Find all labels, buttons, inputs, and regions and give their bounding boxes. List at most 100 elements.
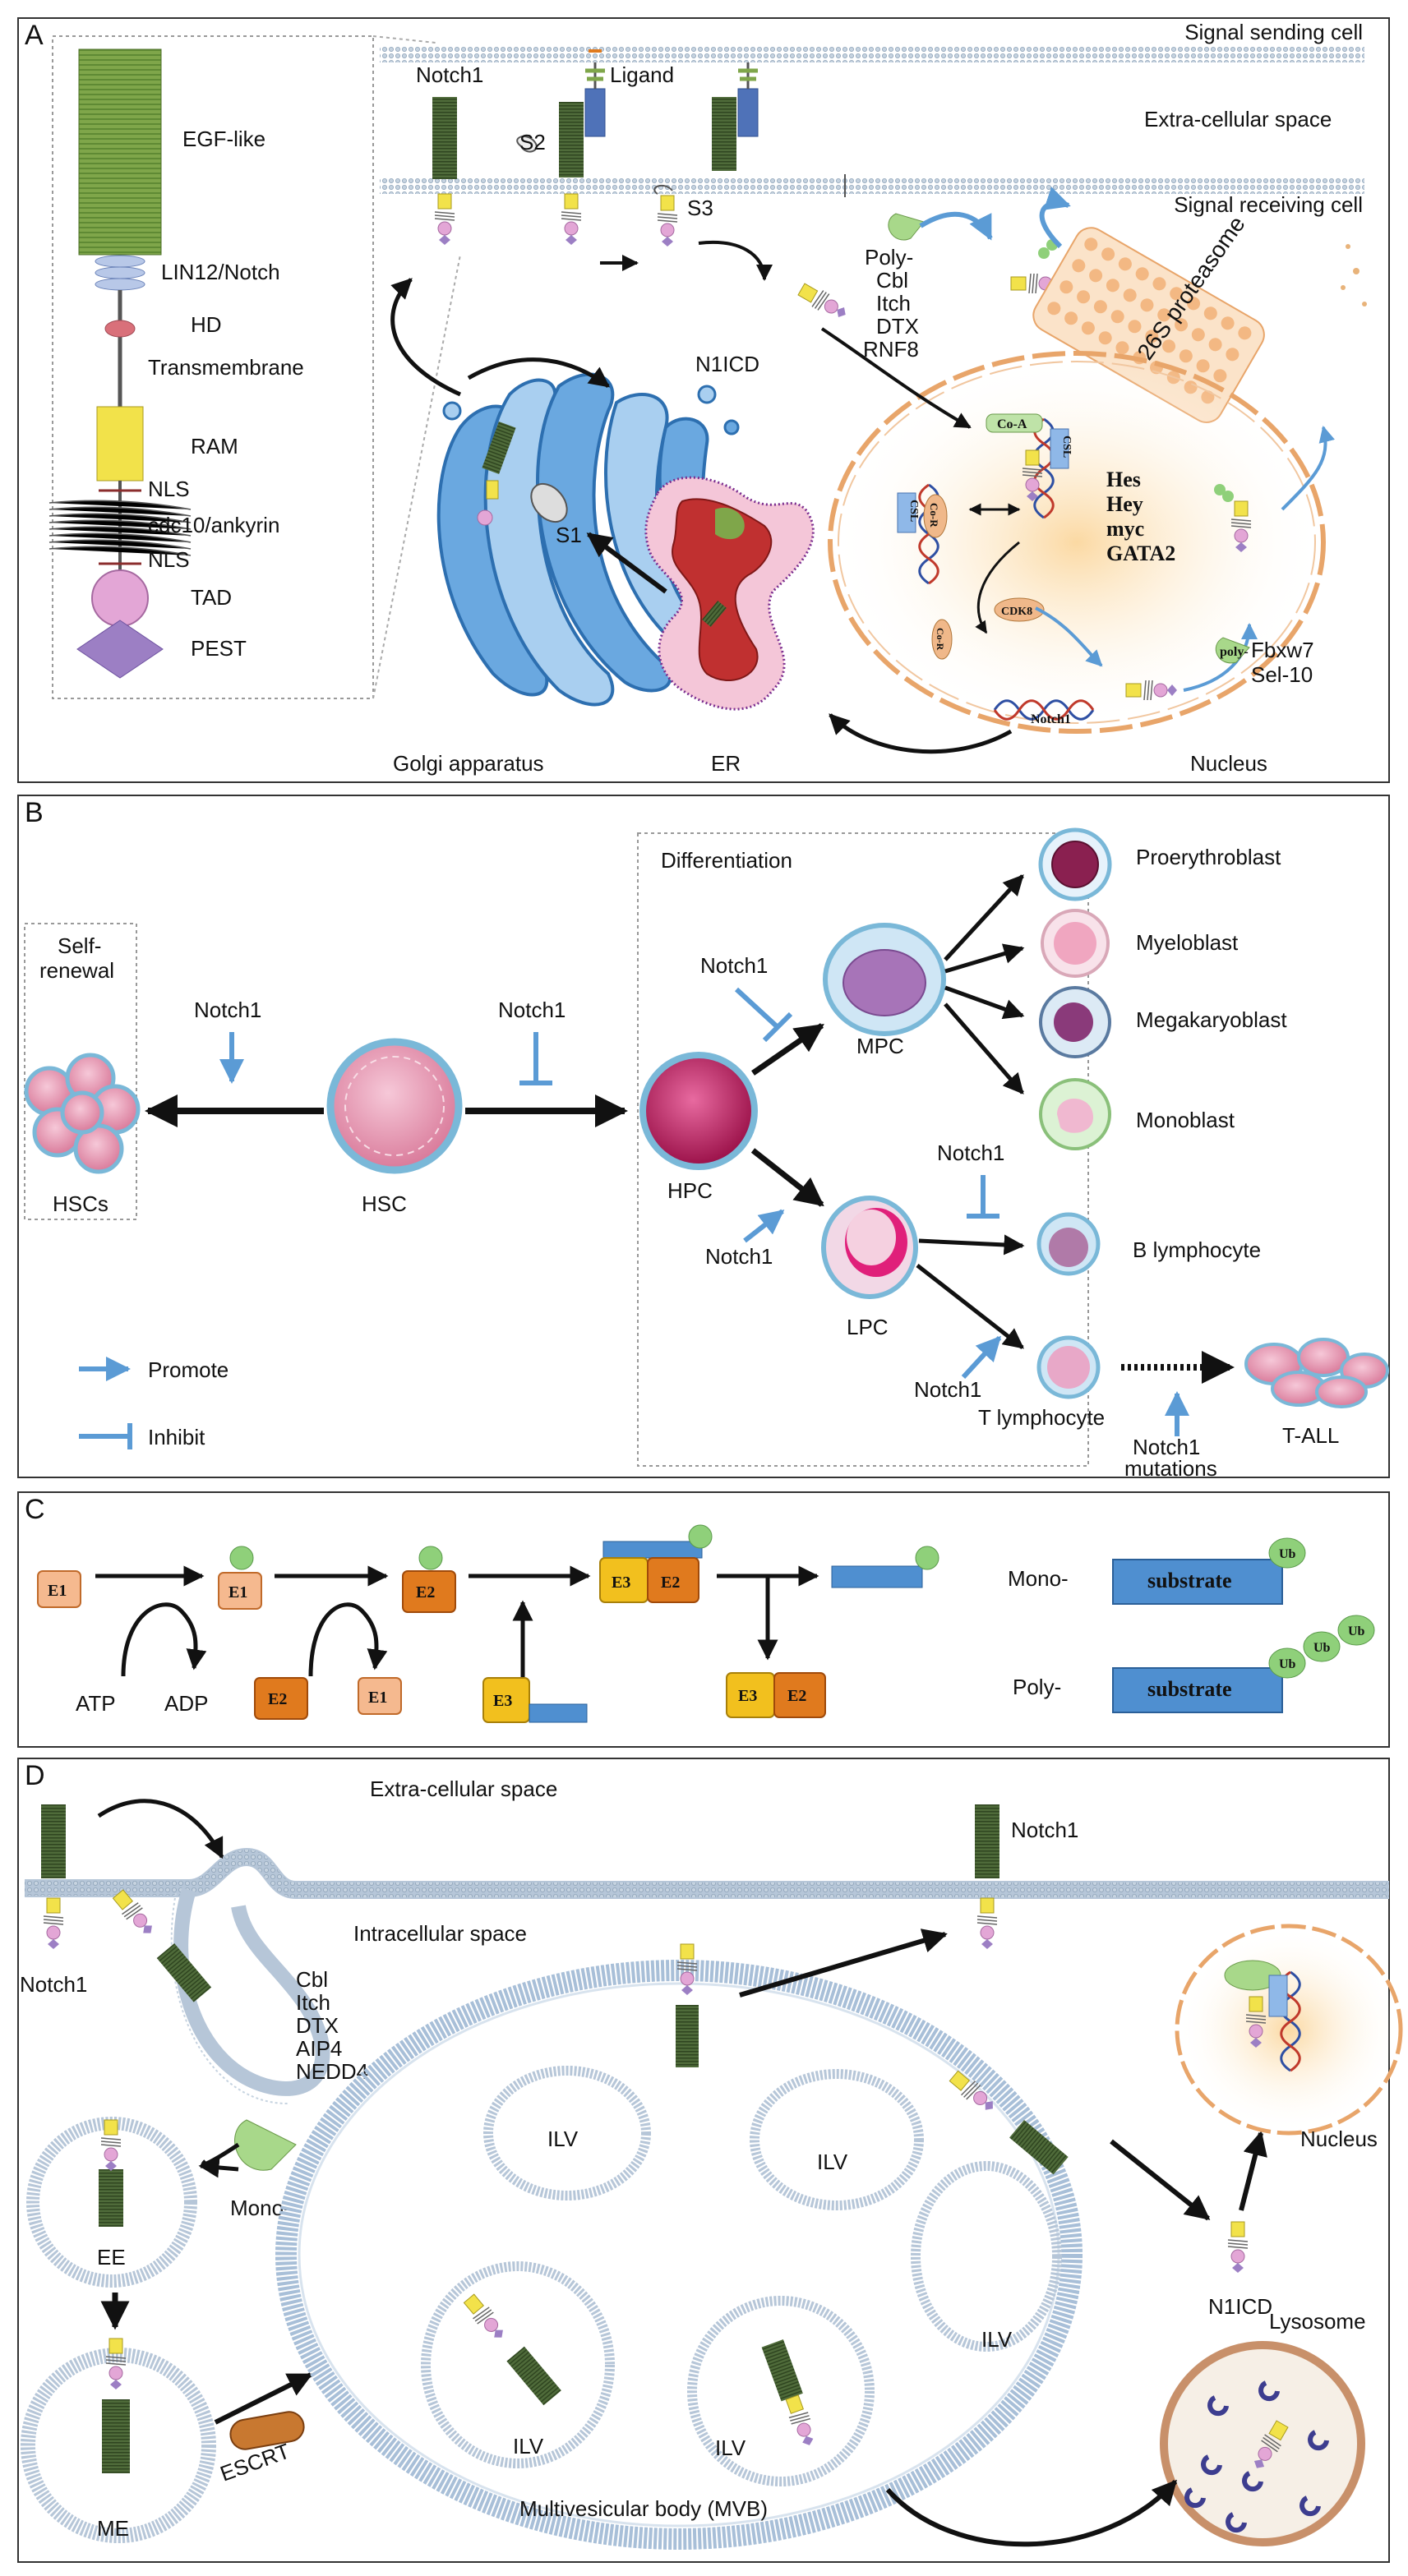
poly-label-3: DTX xyxy=(876,314,919,339)
panel-c-letter: C xyxy=(25,1494,45,1525)
lysosome xyxy=(1160,2341,1365,2546)
ilv-3 xyxy=(911,2161,1062,2352)
n1icd-label-d: N1ICD xyxy=(1208,2294,1272,2319)
ilv-label-1: ILV xyxy=(547,2127,579,2151)
poly-label-c: Poly- xyxy=(1013,1675,1061,1699)
ilv-2 xyxy=(750,2069,924,2210)
domain-label-8: TAD xyxy=(191,585,232,610)
domain-label-5: NLS xyxy=(148,477,190,501)
early-endosome xyxy=(26,2117,197,2288)
substrate-label-2: substrate xyxy=(1147,1677,1232,1701)
ub-shape-3 xyxy=(1303,1631,1341,1662)
ee-label: EE xyxy=(97,2245,126,2270)
notch1-label-b2: Notch1 xyxy=(498,998,566,1022)
e1-label-1: E1 xyxy=(48,1582,67,1600)
e2-box-2 xyxy=(402,1570,456,1613)
notch1-domain-diagram xyxy=(48,48,192,679)
notch1-label-b6: Notch1 xyxy=(914,1377,981,1402)
proerythroblast-cell xyxy=(1038,827,1112,901)
self-renewal-label-2: renewal xyxy=(39,958,114,983)
ilv-label-4: ILV xyxy=(513,2434,544,2458)
panel-a: EGF-like LIN12/Notch HD Transmembrane RA… xyxy=(48,20,1367,776)
adp-label: ADP xyxy=(164,1691,208,1716)
lpc-label: LPC xyxy=(847,1315,889,1339)
cell-label-1: Myeloblast xyxy=(1136,930,1239,955)
megakaryoblast-cell xyxy=(1039,986,1111,1058)
e3-box-1 xyxy=(482,1677,530,1723)
notch1-mvb-recycling xyxy=(676,1943,699,2067)
domain-label-4: RAM xyxy=(191,434,238,459)
panel-d-frame xyxy=(17,1758,1390,2563)
notch1-internalizing xyxy=(109,1887,212,2002)
e2-label-3: E2 xyxy=(661,1574,680,1592)
s3-label: S3 xyxy=(687,196,713,220)
csl-box-a1 xyxy=(1050,428,1069,469)
hscs-label: HSCs xyxy=(53,1191,108,1216)
hscs-cluster xyxy=(24,1053,141,1174)
n1icd-d xyxy=(1227,2221,1249,2274)
pest-domain xyxy=(76,620,164,679)
differentiation-label: Differentiation xyxy=(661,848,792,873)
notch1-label-d1: Notch1 xyxy=(20,1972,87,1997)
signal-receiving-label: Signal receiving cell xyxy=(1174,192,1363,217)
e3-label-1: E3 xyxy=(493,1692,512,1710)
panel-c: E1 ATP ADP E1 E2 E1 E2 E3 E3 E2 E3 E2 xyxy=(37,1524,1375,1723)
lpc-cell xyxy=(821,1196,918,1299)
substrate-label-1: substrate xyxy=(1147,1569,1232,1592)
mono-label-c: Mono- xyxy=(1008,1566,1069,1591)
differentiation-box xyxy=(637,832,1089,1467)
notch1-surface-d2 xyxy=(975,1804,999,1950)
signal-sending-membrane xyxy=(380,46,1364,62)
hpc-label: HPC xyxy=(667,1178,713,1203)
poly-label-4: RNF8 xyxy=(863,337,919,362)
ub-label-1: Ub xyxy=(1279,1547,1296,1561)
cell-label-2: Megakaryoblast xyxy=(1136,1007,1287,1032)
ligand-label: Ligand xyxy=(610,62,674,87)
domain-label-0: EGF-like xyxy=(182,127,265,151)
panel-b-letter: B xyxy=(25,797,44,828)
tad-domain xyxy=(91,569,149,627)
signal-sending-label: Signal sending cell xyxy=(1184,20,1363,44)
egf-like-domain xyxy=(78,48,162,256)
ilv-label-3: ILV xyxy=(981,2327,1013,2352)
target-gene-2: myc xyxy=(1106,517,1144,541)
sel10-label: Sel-10 xyxy=(1251,662,1313,687)
notch1-label-b4: Notch1 xyxy=(705,1244,773,1269)
ub-label-2: Ub xyxy=(1279,1657,1296,1671)
ub-shape-4 xyxy=(1337,1615,1375,1646)
notch1-dna-label: Notch1 xyxy=(1031,712,1071,726)
e3-ligase-shape xyxy=(888,213,925,241)
cdk8-shape xyxy=(994,597,1045,622)
ankyrin-domain xyxy=(48,500,192,556)
ub-icd-nucleus xyxy=(1214,484,1252,553)
extracellular-label-d: Extra-cellular space xyxy=(370,1776,557,1801)
domain-structure-box xyxy=(52,35,374,699)
panel-a-frame xyxy=(17,17,1390,783)
ligand-bound-receptor xyxy=(559,49,606,246)
fbxw7-label: Fbxw7 xyxy=(1251,638,1314,662)
er-label: ER xyxy=(711,751,741,776)
cor-label-a1: Co-R xyxy=(928,503,940,528)
mpc-cell xyxy=(823,923,946,1036)
target-gene-3: GATA2 xyxy=(1106,541,1175,565)
nucleus-label-a: Nucleus xyxy=(1190,751,1267,776)
atp-label: ATP xyxy=(76,1691,116,1716)
nucleus-a xyxy=(828,351,1326,734)
b-lymphocyte-cell xyxy=(1036,1212,1101,1276)
ub-label-4: Ub xyxy=(1348,1624,1365,1638)
cor-label-a2: Co-R xyxy=(935,628,946,651)
t-all-cluster xyxy=(1244,1338,1389,1408)
panel-d: Extra-cellular space Intracellular space… xyxy=(20,1776,1403,2550)
multivesicular-endosome xyxy=(21,2338,216,2543)
notch1-label-b1: Notch1 xyxy=(194,998,261,1022)
legend-inhibit-label: Inhibit xyxy=(148,1425,205,1449)
poly-label-2: Itch xyxy=(876,291,911,316)
t-lymphocyte-cell xyxy=(1036,1335,1101,1399)
e2-label-1: E2 xyxy=(268,1690,287,1708)
panel-b-frame xyxy=(17,795,1390,1478)
mut-label-1: Notch1 xyxy=(1133,1435,1200,1459)
hsc-label: HSC xyxy=(362,1191,407,1216)
e2-box-3 xyxy=(647,1557,699,1603)
t-lymph-label: T lymphocyte xyxy=(978,1405,1105,1430)
nucleus-label-d: Nucleus xyxy=(1300,2127,1378,2151)
